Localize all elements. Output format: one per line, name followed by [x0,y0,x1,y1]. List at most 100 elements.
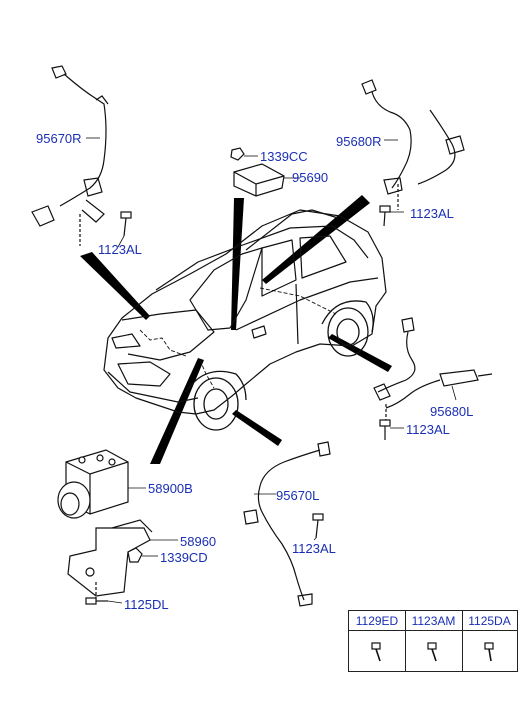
table-header-1125da[interactable]: 1125DA [462,611,517,631]
callout-1123al-rear-left[interactable]: 1123AL [406,422,450,437]
headlight [111,333,141,349]
callout-95670l[interactable]: 95670L [276,488,320,503]
bolt-head [120,211,132,219]
callout-1123al-front-left[interactable]: 1123AL [292,541,336,556]
callout-1125dl[interactable]: 1125DL [124,597,169,612]
callout-1123al-rear-right[interactable]: 1123AL [410,206,454,221]
harness-front-wheel [199,359,215,389]
side-window-front [261,239,297,297]
sensor-cable [377,331,416,393]
bolt-head [312,513,324,521]
callout-58900b[interactable]: 58900B [148,481,193,496]
callout-1339cd[interactable]: 1339CD [160,550,208,565]
roof-line [155,225,369,291]
bolt-head [379,205,391,213]
table-cell-1125da [463,631,517,671]
sensor-grommet [445,135,465,155]
bolt-icon [427,642,437,662]
callout-95680l[interactable]: 95680L [430,404,474,419]
sensor-cable [371,91,412,189]
bumper [107,371,199,403]
leader-1125dl [107,600,123,604]
nut-1339cd [127,547,143,563]
grille [117,361,171,387]
fastener-table: 1129ED 1123AM 1125DA [348,610,518,672]
sensor-tip [297,593,313,607]
front-wheel-hub [203,388,229,420]
sensor-connector [51,65,67,79]
callout-95670r[interactable]: 95670R [36,131,82,146]
bolt-shank [123,217,127,237]
leader-1123al-fl [313,537,317,541]
sensor-bracket [81,199,105,223]
bolt-rear-right [379,205,391,227]
mirror [251,325,267,339]
port-1 [96,454,104,462]
bolt-shank [315,519,319,539]
callout-1339cc[interactable]: 1339CC [260,149,308,164]
bolt-front-left [312,513,324,539]
front-wheel-arch [185,370,247,401]
abs-bracket [67,519,153,605]
unit-body [233,163,285,197]
wedge-front-right-sensor [80,252,150,320]
front-left-sensor [243,441,331,607]
sensor-connector [317,441,331,457]
sensor-cable-2 [417,109,456,185]
pump-motor-cap [60,492,80,516]
abs-module [57,449,129,519]
bolt-shank [383,211,386,227]
callout-95680r[interactable]: 95680R [336,134,382,149]
sensor-clip [383,177,403,195]
front-right-sensor [31,65,109,246]
callout-58960[interactable]: 58960 [180,534,217,549]
leader-95680l [451,385,457,401]
sensor-body [31,205,55,227]
leader-lines [86,137,457,604]
rear-right-sensor [361,79,465,210]
bolt-head [379,419,391,427]
wedge-front-left-sensor [232,410,282,446]
bolt-icon [371,642,381,662]
sensor-cable [257,449,321,601]
port-3 [78,456,86,464]
sensor-connector [361,79,377,95]
rear-wheel-arch [321,300,374,333]
bolt-rear-left [379,419,391,440]
table-divider [462,611,463,671]
sensor-cable-2 [95,95,109,105]
bolt-icon [484,642,494,662]
vehicle-outline [103,209,387,415]
pointer-wedges [80,195,392,464]
sensor-body [439,369,479,387]
side-window-rear [299,235,347,279]
table-divider [405,611,406,671]
harness-engine-bay [139,329,187,357]
wedge-abs-module [150,358,204,464]
door-seam [295,283,299,345]
sensor-tip [477,373,493,377]
callout-95690[interactable]: 95690 [292,170,329,185]
rear-wheel [327,307,369,357]
port-2 [108,458,116,466]
control-unit [230,147,285,197]
sensor-clip [243,509,259,525]
vehicle-wheels [185,300,374,431]
callout-1123al-front-right[interactable]: 1123AL [98,242,142,257]
bracket-arm [111,519,153,533]
sensor-cable-2 [385,379,441,409]
rear-left-sensor [373,317,493,420]
table-header-1129ed[interactable]: 1129ED [349,611,405,631]
front-wheel [193,377,239,431]
bracket-plate [67,527,151,597]
vehicle-harness [139,287,337,389]
bracket-hole [85,567,95,577]
table-header-1123am[interactable]: 1123AM [405,611,462,631]
sensor-plug [373,383,391,401]
belt-line [235,277,379,331]
roof-rail [245,209,339,251]
bolt-1125dl-head [85,597,97,605]
hood-line [121,309,215,361]
